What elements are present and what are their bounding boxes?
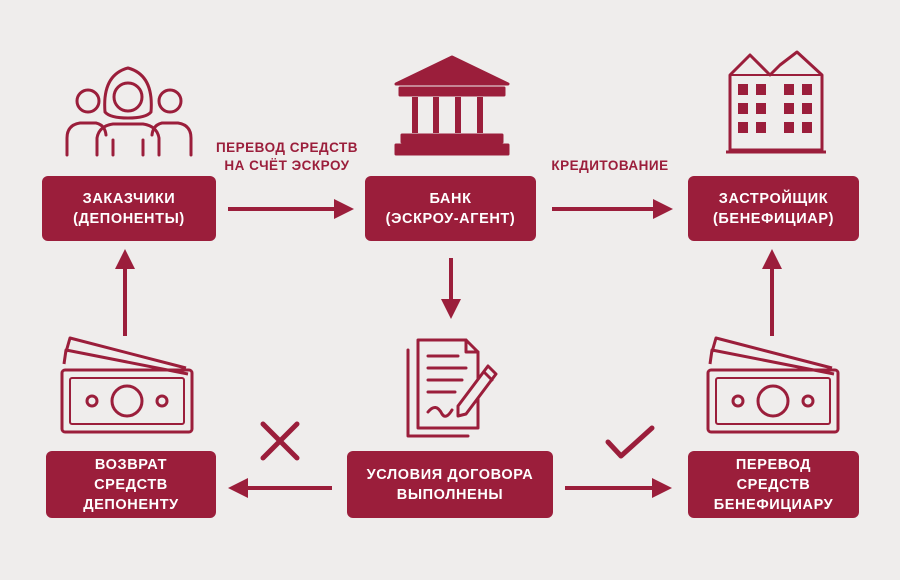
node-refund: ВОЗВРАТ СРЕДСТВ ДЕПОНЕНТУ xyxy=(46,451,216,518)
cash-bills-icon xyxy=(60,336,194,434)
node-transfer-line1: ПЕРЕВОД xyxy=(735,456,812,473)
node-bank-line1: БАНК xyxy=(429,190,472,207)
people-group-icon xyxy=(65,66,193,157)
node-refund-line3: ДЕПОНЕНТУ xyxy=(83,496,179,513)
node-conditions: УСЛОВИЯ ДОГОВОРА ВЫПОЛНЕНЫ xyxy=(347,451,553,518)
contract-document-icon xyxy=(406,338,498,438)
node-transfer: ПЕРЕВОД СРЕДСТВ БЕНЕФИЦИАРУ xyxy=(688,451,859,518)
node-refund-line2: СРЕДСТВ xyxy=(94,476,168,493)
cross-icon xyxy=(260,421,300,461)
checkmark-icon xyxy=(605,425,655,459)
apartment-building-icon xyxy=(726,50,826,154)
node-bank: БАНК (ЭСКРОУ-АГЕНТ) xyxy=(365,176,536,241)
node-customers-line2: (ДЕПОНЕНТЫ) xyxy=(73,210,185,227)
node-developer: ЗАСТРОЙЩИК (БЕНЕФИЦИАР) xyxy=(688,176,859,241)
edge-label-lending: КРЕДИТОВАНИЕ xyxy=(540,157,680,175)
node-transfer-line3: БЕНЕФИЦИАРУ xyxy=(713,496,834,513)
edge-label-escrow-transfer: ПЕРЕВОД СРЕДСТВ НА СЧЁТ ЭСКРОУ xyxy=(212,139,362,175)
edge-label-lending-line1: КРЕДИТОВАНИЕ xyxy=(551,158,669,173)
node-customers-line1: ЗАКАЗЧИКИ xyxy=(82,190,176,207)
node-developer-line2: (БЕНЕФИЦИАР) xyxy=(712,210,835,227)
node-transfer-line2: СРЕДСТВ xyxy=(736,476,811,493)
bank-building-icon xyxy=(394,55,510,156)
node-conditions-line1: УСЛОВИЯ ДОГОВОРА xyxy=(366,466,534,483)
node-bank-line2: (ЭСКРОУ-АГЕНТ) xyxy=(385,210,516,227)
edge-label-escrow-transfer-line2: НА СЧЁТ ЭСКРОУ xyxy=(224,158,350,173)
node-conditions-line2: ВЫПОЛНЕНЫ xyxy=(396,486,504,503)
edge-label-escrow-transfer-line1: ПЕРЕВОД СРЕДСТВ xyxy=(215,140,359,155)
node-refund-line1: ВОЗВРАТ xyxy=(94,456,168,473)
cash-bills-icon xyxy=(706,336,840,434)
node-developer-line1: ЗАСТРОЙЩИК xyxy=(718,190,829,207)
node-customers: ЗАКАЗЧИКИ (ДЕПОНЕНТЫ) xyxy=(42,176,216,241)
